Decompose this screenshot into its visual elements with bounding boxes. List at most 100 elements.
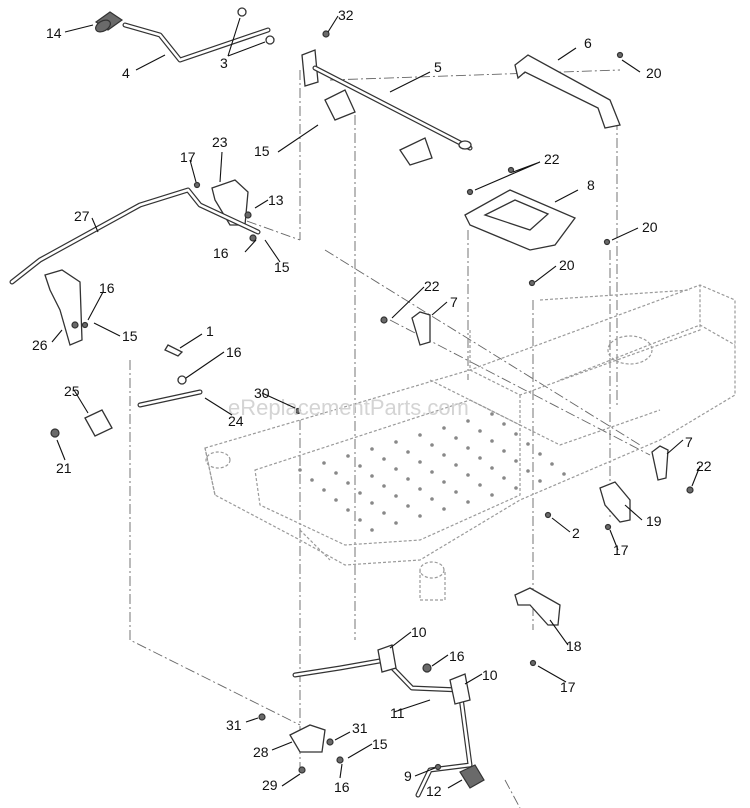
callout-30: 30	[254, 385, 270, 401]
deck-hole	[298, 468, 302, 472]
callout-8: 8	[587, 177, 595, 193]
deck-hole	[442, 426, 446, 430]
deck-hole	[322, 488, 326, 492]
deck-hole	[502, 422, 506, 426]
deck-hole	[490, 493, 494, 497]
part-small-hardware	[81, 51, 624, 771]
deck-hole	[490, 412, 494, 416]
deck-hole	[394, 467, 398, 471]
mower-frame	[204, 284, 736, 601]
deck-hole	[358, 491, 362, 495]
deck-hole	[454, 436, 458, 440]
callout-1: 1	[206, 323, 214, 339]
callout-3: 3	[220, 55, 228, 71]
callout-16: 16	[226, 344, 242, 360]
part-handle-grip-14	[94, 11, 124, 33]
deck-hole	[514, 486, 518, 490]
callout-26: 26	[32, 337, 48, 353]
callout-10: 10	[411, 624, 427, 640]
deck-hole	[442, 507, 446, 511]
deck-hole	[430, 443, 434, 447]
callout-11: 11	[390, 705, 405, 721]
callout-17: 17	[180, 149, 196, 165]
callout-14: 14	[46, 25, 62, 41]
deck-plate-holes	[298, 412, 566, 532]
deck-hole	[334, 498, 338, 502]
callout-27: 27	[74, 208, 90, 224]
watermark: eReplacementParts.com	[228, 395, 469, 420]
deck-hole	[346, 508, 350, 512]
deck-hole	[490, 466, 494, 470]
deck-hole	[430, 497, 434, 501]
callout-4: 4	[122, 65, 130, 81]
deck-hole	[358, 464, 362, 468]
part-bracket-19	[599, 481, 631, 523]
deck-hole	[502, 476, 506, 480]
deck-hole	[370, 501, 374, 505]
deck-hole	[526, 469, 530, 473]
deck-hole	[370, 474, 374, 478]
callout-15: 15	[122, 328, 138, 344]
deck-hole	[478, 429, 482, 433]
deck-hole	[370, 528, 374, 532]
callout-19: 19	[646, 513, 662, 529]
deck-hole	[478, 456, 482, 460]
deck-hole	[418, 433, 422, 437]
deck-hole	[418, 514, 422, 518]
callout-7: 7	[450, 294, 458, 310]
part-clip-7b	[651, 445, 694, 494]
part-plate-8	[464, 189, 577, 251]
callout-20: 20	[559, 257, 575, 273]
callout-2: 2	[572, 525, 580, 541]
deck-hole	[394, 521, 398, 525]
callout-22: 22	[696, 458, 712, 474]
deck-hole	[466, 500, 470, 504]
callout-labels: 14 4 3 32 5 6 20 15 23 17 22 8 27 13 16 …	[32, 7, 712, 799]
callout-25: 25	[64, 383, 80, 399]
callout-20: 20	[642, 219, 658, 235]
callout-9: 9	[404, 768, 412, 784]
part-grip-12	[459, 764, 485, 789]
callout-20: 20	[646, 65, 662, 81]
deck-hole	[442, 480, 446, 484]
part-rod-24	[137, 375, 203, 408]
callout-32: 32	[338, 7, 354, 23]
deck-hole	[454, 463, 458, 467]
deck-hole	[478, 483, 482, 487]
deck-hole	[466, 419, 470, 423]
callout-22: 22	[424, 278, 440, 294]
callout-16: 16	[449, 648, 465, 664]
part-bracket-28	[289, 724, 326, 774]
deck-hole	[382, 457, 386, 461]
part-rod-27	[9, 187, 261, 285]
deck-hole	[406, 504, 410, 508]
part-rod-11	[292, 644, 473, 798]
callout-18: 18	[566, 638, 582, 654]
part-bracket-26	[44, 269, 83, 346]
deck-hole	[406, 477, 410, 481]
deck-hole	[526, 442, 530, 446]
deck-hole	[538, 479, 542, 483]
deck-hole	[550, 462, 554, 466]
deck-hole	[382, 511, 386, 515]
deck-hole	[406, 450, 410, 454]
deck-hole	[346, 454, 350, 458]
callout-29: 29	[262, 777, 278, 793]
callout-31: 31	[352, 720, 368, 736]
callout-16: 16	[334, 779, 350, 795]
callout-24: 24	[228, 413, 244, 429]
deck-hole	[466, 446, 470, 450]
callout-10: 10	[482, 667, 498, 683]
phantom-lines	[129, 69, 651, 808]
part-link-25	[50, 409, 113, 438]
deck-hole	[430, 470, 434, 474]
part-lever-4	[122, 22, 271, 63]
deck-hole	[562, 472, 566, 476]
callout-23: 23	[212, 134, 228, 150]
deck-hole	[418, 460, 422, 464]
callout-15: 15	[254, 143, 270, 159]
deck-hole	[310, 478, 314, 482]
deck-hole	[394, 440, 398, 444]
deck-hole	[370, 447, 374, 451]
deck-hole	[514, 432, 518, 436]
